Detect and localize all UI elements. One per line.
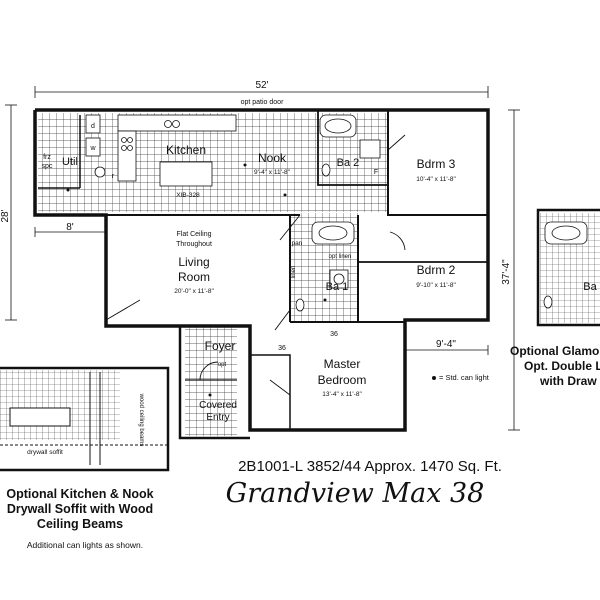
inset-kitchen-option: [0, 366, 170, 472]
room-bedroom: Bedroom: [318, 373, 367, 387]
label-drywall-soffit: drywall soffit: [27, 449, 63, 456]
can-light-legend: = Std. can light: [432, 373, 489, 382]
option-kitchen-caption: Optional Kitchen & Nook Drywall Soffit w…: [0, 487, 160, 532]
dim-overall-width: 52': [255, 80, 268, 91]
room-room: Room: [178, 270, 210, 284]
room-util: Util: [62, 156, 78, 168]
xib-label: XIB-328: [176, 192, 200, 199]
option-bath-line-2: Opt. Double L: [524, 359, 600, 373]
room-ba1: Ba 1: [326, 281, 349, 293]
room-ba2: Ba 2: [337, 157, 360, 169]
can-light-dot-icon: [432, 376, 436, 381]
can-light-text: = Std. can light: [439, 373, 489, 382]
label-36-b: 36: [278, 345, 286, 352]
option-bath-line-3: with Draw: [540, 374, 597, 388]
doors: [105, 134, 406, 396]
label-w: w: [89, 145, 96, 152]
label-pan: pan: [292, 240, 303, 247]
room-bdrm2: Bdrm 2: [417, 263, 456, 277]
option-kitchen-line-2: Drywall Soffit with Wood: [6, 502, 154, 516]
option-kitchen-line-3: Ceiling Beams: [36, 517, 124, 531]
dim-left-depth: 28': [0, 209, 11, 222]
label-opt: opt: [218, 362, 227, 368]
flat-ceiling: Flat Ceiling: [176, 231, 211, 238]
room-kitchen: Kitchen: [166, 143, 206, 157]
label-d: d: [91, 123, 95, 130]
option-bath-line-1: Optional Glamo: [510, 344, 600, 358]
room-master: Master: [324, 357, 361, 371]
model-name: Grandview Max 38: [225, 478, 485, 509]
room-nook-size: 9'-4" x 11'-8": [254, 169, 291, 176]
room-covered: Covered: [199, 400, 237, 411]
can-lights: [66, 163, 327, 397]
label-frz: frz: [43, 154, 51, 161]
room-bdrm3-size: 10'-4" x 11'-8": [416, 176, 456, 183]
dim-overall-depth: 37'-4": [501, 259, 512, 285]
room-master-size: 13'-4" x 11'-8": [322, 391, 362, 398]
room-foyer: Foyer: [205, 339, 236, 353]
label-36-a: 36: [330, 331, 338, 338]
label-f: F: [374, 169, 378, 176]
room-nook: Nook: [258, 151, 287, 165]
room-bdrm2-size: 9'-10" x 11'-8": [416, 282, 456, 289]
label-wood-ceiling-beams: wood ceiling beams: [138, 393, 144, 447]
labels: 52' 28' 37'-4" 8' 9'-4" opt patio door K…: [0, 80, 598, 456]
model-line: 2B1001-L 3852/44 Approx. 1470 Sq. Ft.: [238, 458, 502, 475]
label-linen: linen: [291, 266, 297, 279]
opt-patio-door: opt patio door: [241, 99, 284, 106]
dim-master-offset: 9'-4": [436, 339, 456, 350]
room-ba-partial: Ba: [583, 281, 597, 293]
room-living: Living: [178, 255, 209, 269]
option-kitchen-line-1: Optional Kitchen & Nook: [6, 487, 154, 501]
option-bath-caption: Optional Glamo Opt. Double L with Draw: [510, 344, 600, 389]
label-opt-linen: opt linen: [329, 254, 352, 260]
room-living-size: 20'-0" x 11'-8": [174, 288, 214, 295]
room-bdrm3: Bdrm 3: [417, 157, 456, 171]
option-kitchen-note: Additional can lights as shown.: [26, 540, 144, 550]
inset-bath-option: [536, 208, 600, 327]
label-r: r: [112, 173, 115, 180]
kitchen-fixtures: [85, 114, 237, 187]
walls: [33, 108, 490, 440]
throughout: Throughout: [176, 241, 212, 248]
label-spc: spc: [42, 163, 53, 170]
dim-garage-offset: 8': [66, 222, 74, 233]
bath-fixtures: [295, 114, 588, 312]
room-entry: Entry: [206, 412, 229, 423]
